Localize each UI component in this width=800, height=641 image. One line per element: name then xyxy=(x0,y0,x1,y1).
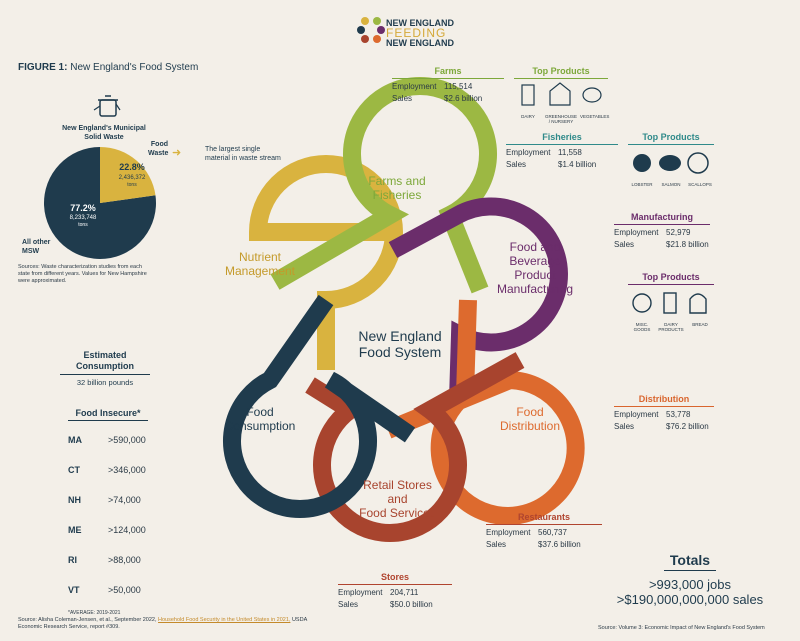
totals-sales: >$190,000,000,000 sales xyxy=(616,592,764,607)
food-pct: 22.8% xyxy=(119,162,145,172)
state-value: >88,000 xyxy=(108,555,141,565)
distribution-employment: 53,778 xyxy=(666,410,691,419)
fisheries-employment: 11,558 xyxy=(558,148,582,157)
estimated-consumption: Estimated Consumption 32 billion pounds xyxy=(60,350,150,387)
totals: Totals >993,000 jobs >$190,000,000,000 s… xyxy=(600,552,780,607)
food-unit: tons xyxy=(127,182,137,188)
bread-icon xyxy=(689,293,707,314)
state-code: CT xyxy=(68,465,80,475)
salmon-icon xyxy=(659,155,681,171)
trash-icon xyxy=(93,95,121,117)
pie-slice-food xyxy=(100,147,156,203)
manufacturing-employment: 52,979 xyxy=(666,228,691,237)
food-insecure-row: MA >590,000 xyxy=(68,435,148,445)
greenhouse-icon xyxy=(549,82,571,106)
food-insecure-row: CT >346,000 xyxy=(68,465,148,475)
manufacturing-product-icons xyxy=(632,292,707,314)
loop-manufacturing xyxy=(388,197,568,401)
state-value: >124,000 xyxy=(108,525,146,535)
food-insecure-row: NH >74,000 xyxy=(68,495,148,505)
milk-icon xyxy=(663,292,677,314)
loop-consumption xyxy=(223,294,416,519)
state-value: >590,000 xyxy=(108,435,146,445)
figure-name: New England's Food System xyxy=(70,62,199,73)
stores-sales: $50.0 billion xyxy=(390,600,433,609)
manufacturing-sales: $21.8 billion xyxy=(666,240,709,249)
logo-line1: NEW ENGLAND xyxy=(386,18,454,28)
state-code: VT xyxy=(68,585,80,595)
state-value: >74,000 xyxy=(108,495,141,505)
farm-product-icons xyxy=(521,82,602,106)
food-insecure-row: ME >124,000 xyxy=(68,525,148,535)
food-insecure-row: RI >88,000 xyxy=(68,555,148,565)
farms-top-products: Top Products DAIRY GREENHOUSE / NURSERY … xyxy=(514,66,609,124)
consumption-value: 32 billion pounds xyxy=(76,378,134,387)
logo-icon xyxy=(357,17,385,43)
fisheries-sales: $1.4 billion xyxy=(558,160,597,169)
stores-employment: 204,711 xyxy=(390,588,419,597)
food-insecure-row: VT >50,000 xyxy=(68,585,148,595)
waste-pie xyxy=(44,147,156,259)
state-value: >50,000 xyxy=(108,585,141,595)
bottom-source: Source: Alisha Coleman-Jensen, et al., S… xyxy=(18,617,307,630)
source-link[interactable]: Household Food Security in the United St… xyxy=(158,617,291,623)
waste-sources: Sources: Waste characterization studies … xyxy=(18,264,147,284)
restaurants-sales: $37.6 billion xyxy=(538,540,581,549)
distribution-sales: $76.2 billion xyxy=(666,422,709,431)
totals-jobs: >993,000 jobs xyxy=(648,577,732,592)
farms-sales: $2.6 billion xyxy=(444,94,483,103)
restaurants-employment: 560,737 xyxy=(538,528,567,537)
state-code: RI xyxy=(68,555,77,565)
state-code: ME xyxy=(68,525,82,535)
other-pct: 77.2% xyxy=(70,203,96,213)
scallop-icon xyxy=(687,152,709,174)
lobster-icon xyxy=(633,154,651,172)
state-code: MA xyxy=(68,435,82,445)
logo-line3: NEW ENGLAND xyxy=(386,38,454,48)
other-tons: 8,233,748 xyxy=(69,215,97,221)
totals-head: Totals xyxy=(663,552,717,571)
logo-line2: FEEDING xyxy=(386,26,447,40)
farms-employment: 115,514 xyxy=(444,82,473,91)
milk-carton-icon xyxy=(521,84,535,106)
loop-retail xyxy=(305,352,525,542)
figure-title: FIGURE 1: New England's Food System xyxy=(18,62,198,73)
totals-source: Source: Volume 3: Economic Impact of New… xyxy=(598,625,765,631)
fisheries-top-products: Top Products LOBSTER SALMON SCALLOPS xyxy=(628,132,714,187)
pie-slice-other xyxy=(44,147,156,259)
manufacturing-top-products: Top Products MISC. GOODS DAIRY PRODUCTS … xyxy=(628,272,714,332)
cookie-icon xyxy=(632,293,652,313)
loop-nutrient xyxy=(248,155,403,370)
food-insecure-note: *AVERAGE: 2019-2021 xyxy=(68,610,121,616)
fish-product-icons xyxy=(633,152,709,174)
figure-label: FIGURE 1: xyxy=(18,62,68,73)
state-code: NH xyxy=(68,495,81,505)
loop-farms xyxy=(270,76,497,294)
food-tons: 2,436,372 xyxy=(118,175,146,181)
loop-distribution xyxy=(384,299,585,525)
other-unit: tons xyxy=(78,222,88,228)
state-value: >346,000 xyxy=(108,465,146,475)
arrow-right-icon: ➜ xyxy=(172,147,182,159)
potato-icon xyxy=(582,87,602,103)
